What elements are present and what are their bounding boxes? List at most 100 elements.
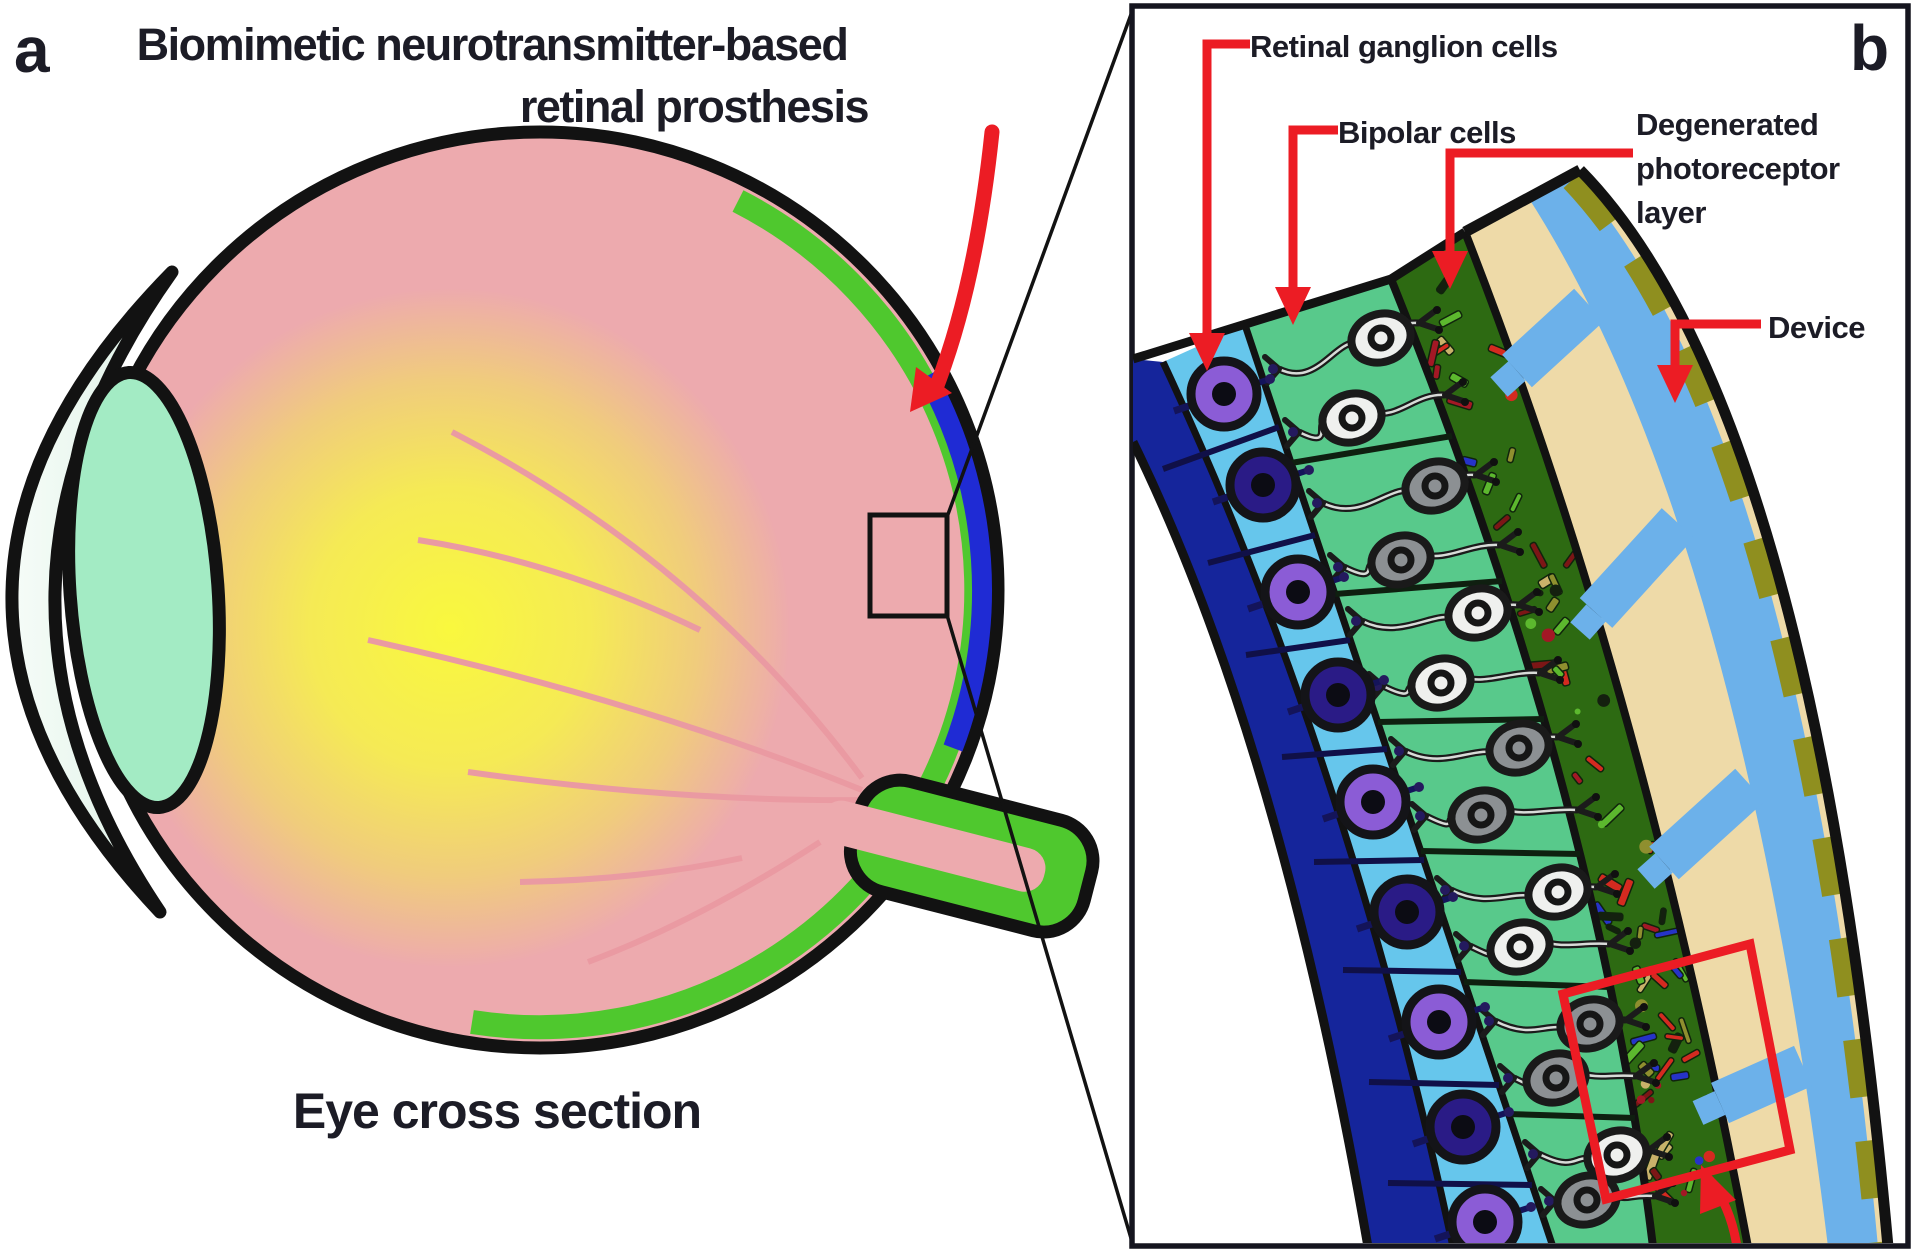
lens [62,365,226,815]
bipolar-nucleus [1464,599,1492,627]
synaptic-knot [1484,1016,1494,1026]
synaptic-knot [1268,364,1278,374]
bouton [1665,1153,1673,1161]
annotation-arrowheads [1189,251,1736,1214]
debris-blob [1703,1150,1715,1163]
channel-branch [1649,768,1765,880]
eye-caption: Eye cross section [293,1083,701,1139]
bipolar-cell-body [1485,719,1553,777]
bipolar-cell-body [1407,654,1475,712]
bipolar-nucleus [1576,1010,1604,1038]
bipolar-nucleus [1544,878,1572,906]
debris-fragment [1664,1032,1685,1042]
dendrite-knot [1379,675,1389,685]
debris-fragment [1585,755,1605,773]
debris-fragment [1545,596,1561,613]
bouton [1640,1003,1648,1011]
bouton [1492,478,1500,486]
zoom-connector-top [945,8,1135,518]
arrowhead-device-icon [1657,365,1693,403]
bouton [1435,326,1443,334]
bouton [1554,656,1562,664]
bipolar-cell-body [1524,863,1592,921]
device-outer-edge [1576,166,1894,1243]
debris-fragment [1432,363,1442,380]
bipolar-nucleus [1573,1186,1601,1214]
bipolar-layer-dividers [1290,433,1636,1121]
ganglion-nucleus [1451,1115,1475,1139]
label-degenerated-line1: Degenerated [1636,107,1818,142]
bouton [1514,528,1522,536]
debris-fragment [1426,338,1441,368]
bipolar-cells-group [1262,306,1679,1229]
synaptic-knot [1440,885,1450,895]
bouton [1594,813,1602,821]
bipolar-nucleus [1542,1064,1570,1092]
debris-blob [1680,1189,1688,1197]
panel-a-title-line1: Biomimetic neurotransmitter-based [137,19,848,70]
bipolar-fork [1633,1061,1657,1085]
zoom-connector-bottom [945,614,1135,1246]
debris-blob [1694,1156,1704,1165]
panel-a: a Biomimetic neurotransmitter-based reti… [5,8,1135,1246]
debris-blob [1525,618,1537,629]
bipolar-nucleus [1421,472,1449,500]
channel-outlet [1570,604,1606,640]
ganglion-nucleus [1427,1010,1451,1034]
bipolar-cell-body [1522,1049,1590,1107]
debris-fragment [1571,771,1584,785]
bipolar-cell-body [1367,531,1435,589]
bipolar-cell-body [1486,918,1554,976]
debris-blob [1597,694,1611,707]
bouton [1461,398,1469,406]
label-degenerated-line2: photoreceptor [1636,151,1840,186]
synaptic-knot [1394,746,1404,756]
roi-box [867,512,950,619]
highlight-box [1557,938,1796,1205]
debris-fragment [1506,446,1517,464]
arrowhead-degenerated-icon [1432,251,1468,289]
optic-nerve [820,773,1100,939]
ganglion-layer-dividers [1161,424,1533,1188]
bouton [1650,1059,1658,1067]
bouton [1490,458,1498,466]
eye-cross-section [5,125,1100,1055]
debris-blob [1597,820,1606,829]
device-electrode-pads [1563,170,1892,1243]
dendrite-knot [1339,572,1349,582]
device-channel-branches [1490,288,1812,1125]
bipolar-cell-body [1447,786,1515,844]
bipolar-nucleus [1338,404,1366,432]
label-bipolar-cells: Bipolar cells [1338,115,1516,150]
ganglion-nucleus [1395,900,1419,924]
synaptic-knot [1288,427,1298,437]
dendrite-knot [1526,1202,1536,1212]
synaptic-knot [1503,1073,1513,1083]
bipolar-cell-body [1347,309,1415,367]
ganglion-nucleus [1251,473,1275,497]
debris-fragment [1616,877,1635,908]
channel-branch [1502,288,1604,388]
dendrite-knot [1414,782,1424,792]
debris-fragment [1680,1048,1701,1064]
debris-fragment [1669,1070,1690,1082]
bouton [1611,870,1619,878]
bipolar-fork [1516,590,1540,614]
debris-fragment [1636,925,1645,940]
dendrite-knot [1480,1002,1490,1012]
debris-fragment [1509,492,1523,513]
bipolar-fork [1416,308,1440,332]
bipolar-nucleus [1467,801,1495,829]
debris-blob [1549,584,1562,597]
bouton [1642,1023,1650,1031]
channel-branch [1711,1045,1812,1124]
debris-fragment [1529,541,1548,569]
ganglion-nucleus [1286,580,1310,604]
prosthesis-arrow-shaft [928,124,1000,396]
debris-blob [1541,628,1555,642]
ganglion-nucleus [1473,1210,1497,1234]
debris-fragment [1551,665,1565,679]
synaptic-knot [1415,811,1425,821]
device-body [1465,170,1888,1243]
arrowhead-bottom-icon [1700,1165,1736,1214]
